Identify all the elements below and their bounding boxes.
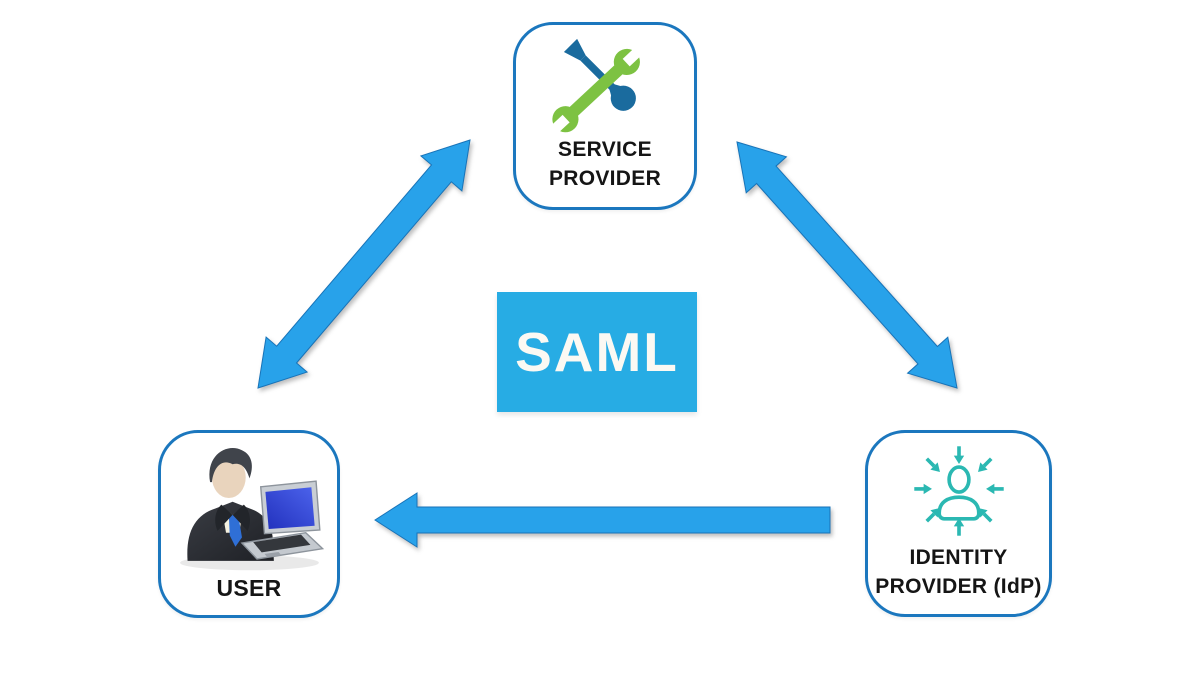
identity-provider-label-line2: PROVIDER (IdP)	[875, 575, 1042, 598]
identity-provider-label: IDENTITY PROVIDER (IdP)	[875, 543, 1041, 601]
service-provider-label-line2: PROVIDER	[548, 167, 662, 190]
arrow-identity-provider-to-user	[374, 492, 831, 548]
saml-title: SAML	[515, 321, 679, 383]
wrench-icon	[549, 42, 648, 135]
user-label: USER	[216, 575, 282, 601]
service-provider-label: SERVICE PROVIDER	[549, 135, 661, 193]
head	[211, 456, 246, 499]
identity-person-arrows-icon	[913, 446, 1004, 536]
saml-label-box: SAML	[497, 292, 697, 412]
arrow-user-service-provider	[257, 139, 471, 389]
laptop-keyboard	[253, 534, 311, 553]
service-provider-label-line1: SERVICE	[558, 138, 652, 161]
laptop-screen	[265, 487, 315, 529]
laptop-touchpad	[264, 551, 282, 558]
businessman-laptop-illustration	[180, 448, 325, 571]
tie	[228, 514, 242, 547]
person-shoulders	[936, 495, 981, 521]
hair	[209, 448, 252, 483]
tools-icon	[549, 38, 648, 135]
idp-icon-arrowheads	[923, 455, 994, 527]
lapel-right	[232, 504, 250, 531]
idp-icon-strokes	[913, 446, 1004, 536]
identity-provider-label-line1: IDENTITY	[909, 546, 1008, 569]
node-identity-provider: IDENTITY PROVIDER (IdP)	[865, 430, 1052, 617]
node-user: USER	[158, 430, 340, 618]
arrow-service-provider-identity-provider	[736, 141, 958, 389]
person-head	[946, 465, 971, 494]
node-service-provider: SERVICE PROVIDER	[513, 22, 697, 210]
lapel-left	[215, 504, 233, 531]
